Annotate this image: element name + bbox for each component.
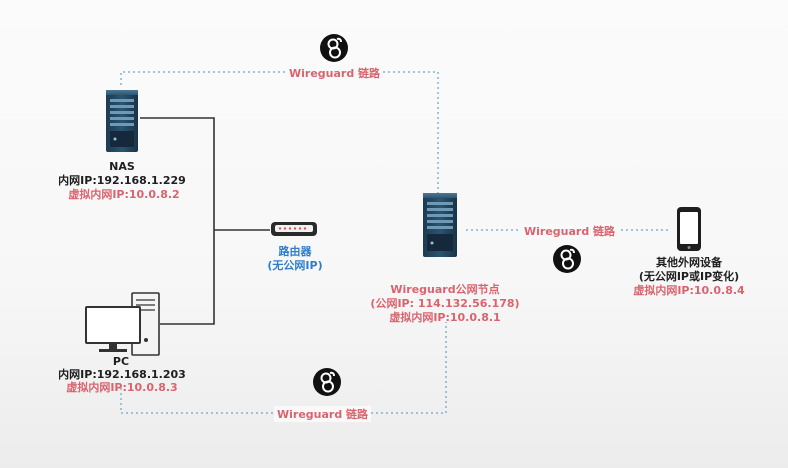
link-top [120,71,439,196]
nas-lan-ip: 内网IP:192.168.1.229 [58,174,186,187]
link-bottom [120,322,447,414]
link-top-label: Wireguard 链路 [286,65,384,81]
lan-wires [140,117,270,325]
phone-note: (无公网IP或IP变化) [638,270,740,283]
link-right-label: Wireguard 链路 [521,223,619,239]
server-public-ip: (公网IP: 114.132.56.178) [370,297,520,310]
pc-vpn-ip: 虚拟内网IP:10.0.8.3 [66,381,178,394]
server-name: Wireguard公网节点 [390,283,500,296]
nas-vpn-ip: 虚拟内网IP:10.0.8.2 [68,188,180,201]
pc-name: PC [112,355,130,368]
router-note: (无公网IP) [267,259,323,272]
server-vpn-ip: 虚拟内网IP:10.0.8.1 [389,311,501,324]
phone-icon [677,207,701,251]
nas-name: NAS [109,160,135,173]
phone-vpn-ip: 虚拟内网IP:10.0.8.4 [633,284,745,297]
wireguard-logo-right [553,245,581,273]
phone-name: 其他外网设备 [656,256,722,269]
router-name: 路由器 [278,245,312,258]
wireguard-logo-bottom [313,368,341,396]
wire-nas [140,117,215,325]
link-bottom-label: Wireguard 链路 [274,406,372,422]
wireguard-server-icon [423,193,457,257]
wireguard-links [120,71,668,414]
wireguard-logo-top [320,34,348,62]
pc-icon [85,292,160,356]
nas-server-icon [106,90,138,152]
router-icon [271,222,317,236]
pc-lan-ip: 内网IP:192.168.1.203 [58,368,186,381]
